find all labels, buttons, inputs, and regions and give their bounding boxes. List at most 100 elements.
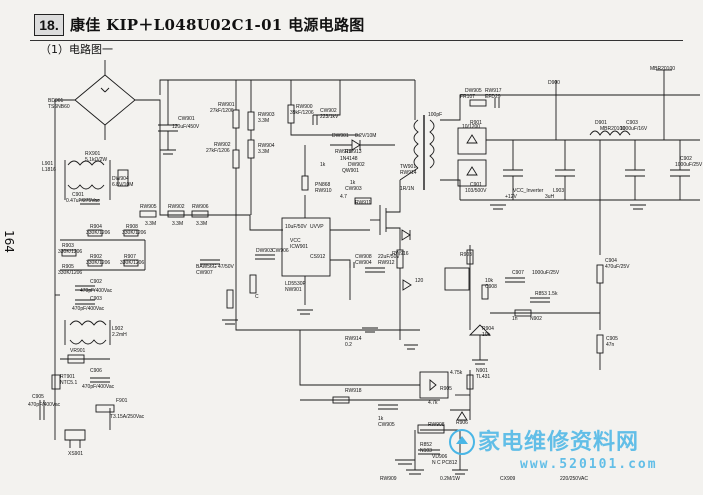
- component-label: TW901: [400, 164, 416, 170]
- inductor-l901: [67, 160, 105, 166]
- component-label: RW913: [345, 149, 362, 155]
- capacitor-c901-snub: [494, 98, 500, 108]
- component-label: 4.7: [340, 194, 347, 200]
- capacitor-cw908: [200, 259, 220, 265]
- inductor-l903: [589, 130, 631, 136]
- component-label: 1000uF/25V: [675, 162, 703, 168]
- component-label: 4.75k: [450, 370, 463, 376]
- watermark-logo-icon: [449, 429, 475, 455]
- component-label: 330K/1206: [120, 260, 144, 266]
- component-label: C907: [512, 270, 524, 276]
- resistor-rw902: [232, 149, 240, 169]
- component-label: NTC5.1: [60, 380, 77, 386]
- component-label: 3.3M: [172, 221, 183, 227]
- component-label: N901: [476, 368, 488, 374]
- component-label: VCC: [290, 238, 301, 244]
- component-label: R902: [90, 254, 102, 260]
- component-label: R908: [126, 224, 138, 230]
- component-label: N902: [530, 316, 542, 322]
- capacitor-cw904: [349, 262, 355, 268]
- component-label: C901: [470, 182, 482, 188]
- capacitor-c902-out: [555, 169, 575, 177]
- watermark-url: www.520101.com: [520, 457, 658, 472]
- component-label: RW904: [258, 143, 275, 149]
- component-label: 0.2M/1W: [440, 476, 460, 482]
- component-label: DW902: [348, 162, 365, 168]
- resistor-rw903: [247, 111, 255, 131]
- component-label: FR107: [460, 94, 475, 100]
- component-label: RW914: [345, 336, 362, 342]
- component-label: CW902: [320, 108, 337, 114]
- capacitor-c902: [75, 285, 95, 291]
- component-label: N103: [420, 448, 432, 454]
- component-label: CW907: [196, 270, 213, 276]
- component-label: R905: [440, 386, 452, 392]
- component-label: RW900: [296, 104, 313, 110]
- component-label: C905: [606, 336, 618, 342]
- component-label: CW901: [178, 116, 195, 122]
- capacitor-c903-out: [503, 169, 523, 177]
- component-label: 330K/1206: [122, 230, 146, 236]
- component-label: 330K/1206: [58, 249, 82, 255]
- component-label: TL431: [476, 374, 490, 380]
- component-label: 120uF/450V: [172, 124, 200, 130]
- component-label: RW905: [140, 204, 157, 210]
- diode-dw905: [401, 229, 411, 241]
- component-label: 0.47uF/275Vac: [66, 198, 100, 204]
- component-label: 6.8V/10M: [112, 182, 133, 188]
- component-label: 1.5k: [548, 291, 558, 297]
- component-label: T3.15A/250Vac: [110, 414, 145, 420]
- header: 18. 康佳 KIP＋L048U02C1-01 电源电路图: [0, 6, 703, 41]
- resistor-rw916: [249, 274, 257, 294]
- page-title: 康佳 KIP＋L048U02C1-01 电源电路图: [70, 16, 365, 34]
- component-label: 220/250VAC: [560, 476, 588, 482]
- component-label: L901: [42, 161, 53, 167]
- component-label: RW909: [380, 476, 397, 482]
- resistor-r907: [123, 259, 139, 267]
- optocoupler-pc812: [419, 371, 449, 399]
- component-label: C905: [32, 394, 44, 400]
- component-label: 2.2mH: [112, 332, 127, 338]
- component-label: UVVP: [310, 224, 324, 230]
- component-label: PN868: [315, 182, 331, 188]
- component-label: DW905: [465, 88, 482, 94]
- component-label: 10uF/50V: [285, 224, 307, 230]
- component-label: RW916: [392, 251, 409, 257]
- component-label: R906: [456, 420, 468, 426]
- inductor-l902: [69, 320, 107, 326]
- component-label: D900: [548, 80, 560, 86]
- resistor-rw915: [226, 289, 234, 309]
- component-label: +12V: [505, 194, 517, 200]
- bridge-rectifier: [74, 74, 136, 126]
- component-label: RW908: [428, 422, 445, 428]
- capacitor-c905: [39, 400, 45, 420]
- resistor-r904: [87, 229, 103, 237]
- component-label: 1k: [378, 416, 384, 422]
- resistor-rw904: [247, 139, 255, 159]
- component-label: C902: [90, 279, 102, 285]
- component-label: R852: [420, 442, 432, 448]
- component-label: L903: [553, 188, 564, 194]
- resistor-r853: [481, 284, 489, 300]
- component-label: C902: [680, 156, 692, 162]
- watermark-text: 家电维修资料网: [478, 430, 640, 455]
- resistor-rw908: [332, 396, 350, 404]
- component-label: R907: [124, 254, 136, 260]
- component-label: ICW901: [290, 244, 308, 250]
- resistor-r905-fb: [596, 334, 604, 354]
- transformer-tw901: [413, 119, 419, 169]
- component-label: 330K/1206: [86, 230, 110, 236]
- component-label: DW901: [332, 133, 349, 139]
- component-label: 8.2V/10M: [355, 133, 376, 139]
- component-label: CW903: [345, 186, 362, 192]
- resistor-r906: [466, 374, 474, 390]
- capacitor-cw905: [378, 404, 398, 410]
- component-label: MBR20100: [650, 66, 675, 72]
- component-label: R903: [460, 252, 472, 258]
- diode-vd906: [456, 411, 468, 421]
- component-label: VR901: [70, 348, 86, 354]
- component-label: NW901: [285, 287, 302, 293]
- component-label: LD5530P: [285, 281, 307, 287]
- capacitor-c903: [75, 299, 95, 305]
